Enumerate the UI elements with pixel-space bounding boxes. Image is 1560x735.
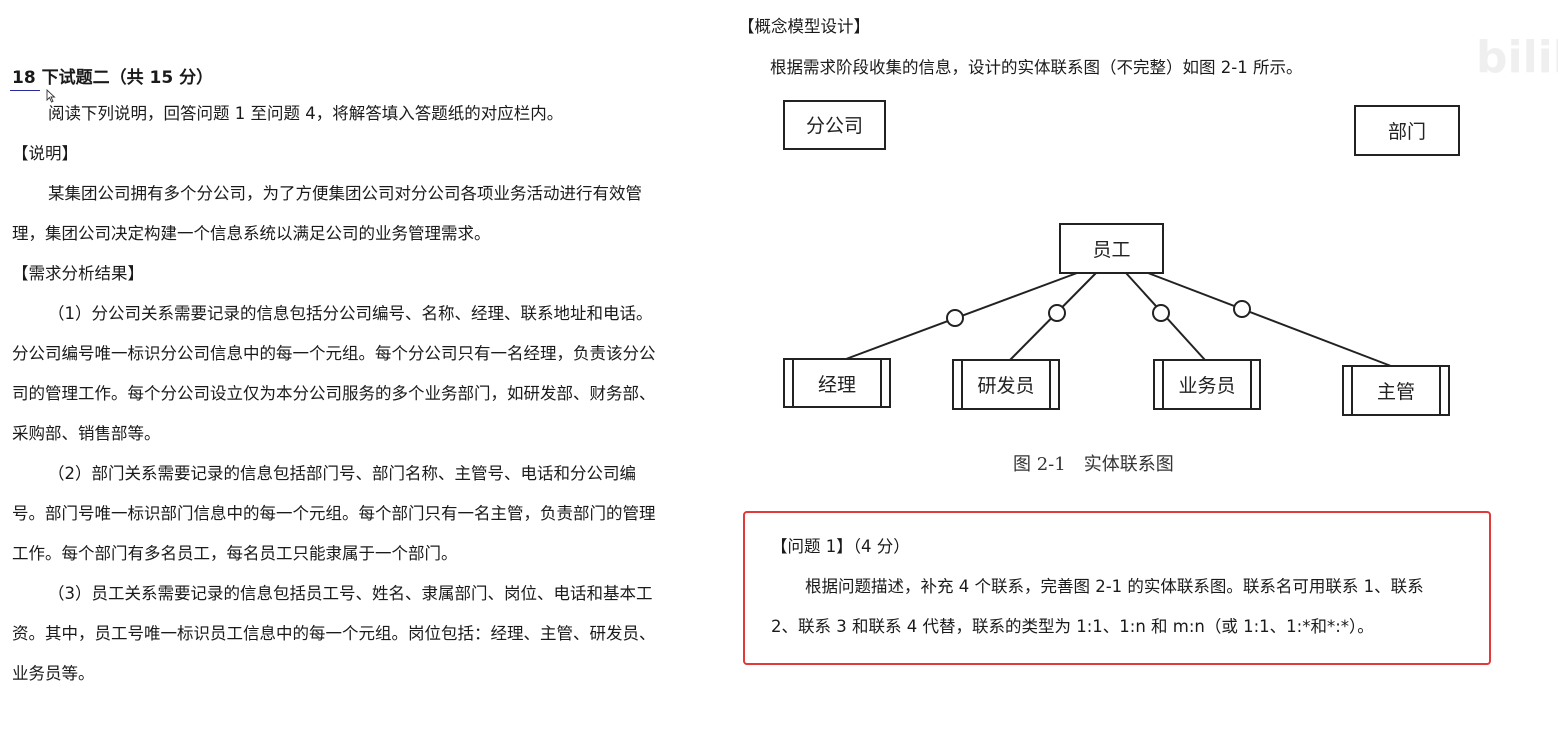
entity-manager-label: 经理 (818, 374, 856, 396)
requirement-3-line: 业务员等。 (12, 664, 95, 683)
entity-developer-label: 研发员 (977, 375, 1034, 397)
entity-department-box (1354, 105, 1460, 156)
requirement-1-line: 司的管理工作。每个分公司设立仅为本分公司服务的多个业务部门，如研发部、财务部、 (12, 384, 656, 403)
exam-title: 18 下试题二（共 15 分） (12, 68, 214, 88)
requirement-2-line: 工作。每个部门有多名员工，每名员工只能隶属于一个部门。 (12, 544, 458, 563)
question-1-box (743, 511, 1491, 665)
entity-manager-box (783, 358, 891, 408)
entity-developer-box (952, 359, 1060, 410)
entity-branch-company-label: 分公司 (806, 115, 863, 137)
requirement-1-line: 分公司编号唯一标识分公司信息中的每一个元组。每个分公司只有一名经理，负责该分公 (12, 344, 656, 363)
requirement-3-line: （3）员工关系需要记录的信息包括员工号、姓名、隶属部门、岗位、电话和基本工 (48, 584, 653, 603)
description-line: 某集团公司拥有多个分公司，为了方便集团公司对分公司各项业务活动进行有效管 (48, 184, 642, 203)
model-intro-text: 根据需求阶段收集的信息，设计的实体联系图（不完整）如图 2-1 所示。 (770, 58, 1303, 77)
connector-employee-supervisor (1147, 272, 1392, 367)
entity-branch-company-box (783, 100, 886, 150)
optional-circle-icon (1152, 304, 1170, 322)
requirement-2-line: 号。部门号唯一标识部门信息中的每一个元组。每个部门只有一名主管，负责部门的管理 (12, 504, 656, 523)
entity-employee-label: 员工 (1092, 239, 1130, 261)
requirement-1-line: （1）分公司关系需要记录的信息包括分公司编号、名称、经理、联系地址和电话。 (48, 304, 653, 323)
requirement-1-line: 采购部、销售部等。 (12, 424, 161, 443)
question-1-line: 2、联系 3 和联系 4 代替，联系的类型为 1:1、1:n 和 m:n（或 1… (771, 617, 1374, 636)
mouse-cursor-icon (46, 89, 56, 103)
entity-salesperson-label: 业务员 (1178, 375, 1235, 397)
section-heading-requirements: 【需求分析结果】 (12, 264, 144, 283)
entity-salesperson-box (1153, 359, 1261, 410)
entity-department-label: 部门 (1388, 121, 1426, 143)
watermark-text: bilib (1476, 32, 1558, 80)
optional-circle-icon (1233, 300, 1251, 318)
figure-caption: 图 2-1 实体联系图 (1013, 454, 1174, 475)
optional-circle-icon (946, 309, 964, 327)
description-line: 理，集团公司决定构建一个信息系统以满足公司的业务管理需求。 (12, 224, 491, 243)
section-heading-model: 【概念模型设计】 (738, 17, 870, 36)
question-1-line: 根据问题描述，补充 4 个联系，完善图 2-1 的实体联系图。联系名可用联系 1… (805, 577, 1424, 596)
requirement-2-line: （2）部门关系需要记录的信息包括部门号、部门名称、主管号、电话和分公司编 (48, 464, 636, 483)
section-heading-description: 【说明】 (12, 144, 78, 163)
optional-circle-icon (1048, 304, 1066, 322)
entity-supervisor-box (1342, 365, 1450, 416)
entity-supervisor-label: 主管 (1377, 381, 1415, 403)
requirement-3-line: 资。其中，员工号唯一标识员工信息中的每一个元组。岗位包括：经理、主管、研发员、 (12, 624, 656, 643)
intro-text: 阅读下列说明，回答问题 1 至问题 4，将解答填入答题纸的对应栏内。 (48, 104, 564, 123)
er-diagram: 分公司 部门 员工 经理 研发员 业务员 主管 (783, 100, 1460, 416)
entity-employee-box (1059, 223, 1164, 274)
bilibili-watermark-logo: bilib (1476, 32, 1558, 80)
title-underline (10, 90, 40, 91)
question-1-title: 【问题 1】（4 分） (771, 537, 910, 556)
